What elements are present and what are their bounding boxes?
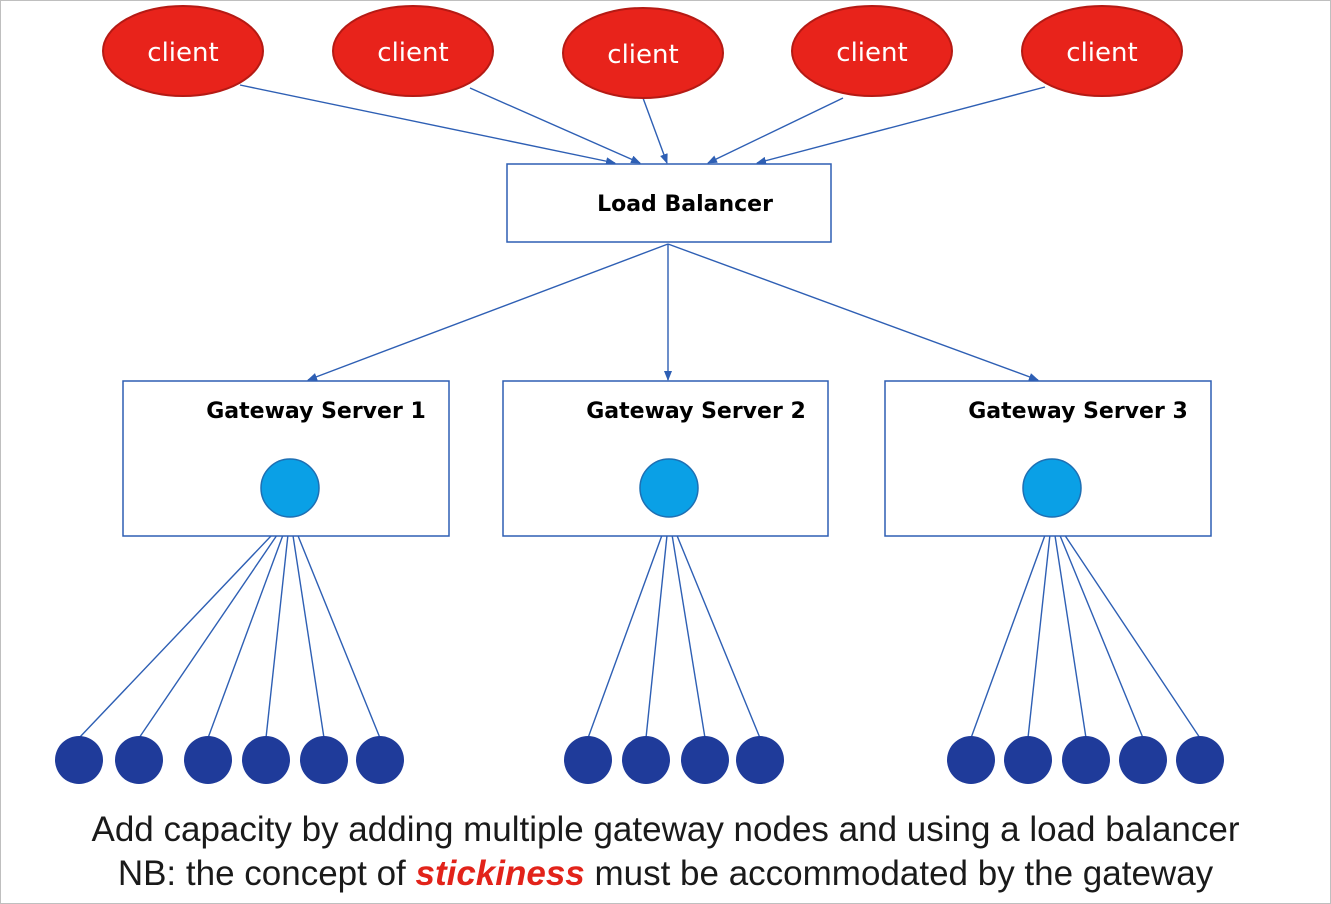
gateway-to-node-line <box>1027 515 1053 739</box>
gateway-server-label: Gateway Server 2 <box>586 399 806 424</box>
device-node <box>115 736 163 784</box>
device-node <box>736 736 784 784</box>
device-node <box>622 736 670 784</box>
client-to-load-balancer-arrow <box>239 84 616 166</box>
gateway-to-node-line <box>1051 515 1144 739</box>
gateway-circles <box>260 458 1082 518</box>
load-balancer-box: Load Balancer <box>506 163 832 243</box>
load-balancer-to-gateway-arrow <box>307 243 669 381</box>
gateway-to-node-line <box>668 515 761 739</box>
device-node <box>184 736 232 784</box>
load-balancer-to-gateway-arrow <box>667 243 1039 381</box>
gateway-to-node-line <box>1051 515 1201 739</box>
gateway-to-node-line <box>668 515 706 739</box>
client-to-load-balancer-arrow <box>469 87 641 164</box>
gateway-to-node-line <box>645 515 670 739</box>
device-node <box>1004 736 1052 784</box>
caption-line-2: NB: the concept of stickiness must be ac… <box>0 852 1331 896</box>
gateway-to-node-line <box>265 515 291 739</box>
device-node <box>300 736 348 784</box>
device-node <box>564 736 612 784</box>
device-node <box>1062 736 1110 784</box>
client-node: client <box>102 5 264 97</box>
device-node <box>681 736 729 784</box>
client-node: client <box>791 5 953 97</box>
client-label: client <box>607 40 678 70</box>
device-nodes <box>55 736 1224 784</box>
gateway-to-node-line <box>587 515 670 739</box>
gateway-server-label: Gateway Server 3 <box>968 399 1188 424</box>
client-label: client <box>836 38 907 68</box>
gateway-server-label: Gateway Server 1 <box>206 399 426 424</box>
gateway-to-node-line <box>1051 515 1087 739</box>
caption-line-2-start: NB: the concept of <box>117 854 416 893</box>
gateway-node-circle <box>260 458 320 518</box>
client-label: client <box>1066 38 1137 68</box>
caption-line-2-end: must be accommodated by the gateway <box>584 854 1214 893</box>
gateway-node-circle <box>1022 458 1082 518</box>
client-node: client <box>562 7 724 99</box>
gateway-to-node-line <box>207 515 291 739</box>
client-node: client <box>332 5 494 97</box>
load-balancer-label: Load Balancer <box>597 192 773 217</box>
client-to-load-balancer-arrow <box>707 97 844 164</box>
gateway-to-node-line <box>289 515 325 739</box>
device-node <box>356 736 404 784</box>
device-node <box>947 736 995 784</box>
gateway-to-node-line <box>138 515 291 739</box>
device-node <box>1119 736 1167 784</box>
caption: Add capacity by adding multiple gateway … <box>0 808 1331 896</box>
client-to-load-balancer-arrow <box>642 97 668 164</box>
client-to-load-balancer-arrow <box>756 86 1046 165</box>
clients-row: client client client client client <box>102 5 1183 99</box>
gateway-to-node-line <box>78 515 291 739</box>
gateway-node-circle <box>639 458 699 518</box>
device-node <box>1176 736 1224 784</box>
gateway-to-node-line <box>289 515 381 739</box>
device-node <box>242 736 290 784</box>
client-label: client <box>147 38 218 68</box>
client-label: client <box>377 38 448 68</box>
client-node: client <box>1021 5 1183 97</box>
connectors <box>78 84 1201 739</box>
caption-line-1: Add capacity by adding multiple gateway … <box>91 810 1240 849</box>
device-node <box>55 736 103 784</box>
gateway-to-node-line <box>970 515 1053 739</box>
caption-emphasis-stickiness: stickiness <box>415 854 585 893</box>
